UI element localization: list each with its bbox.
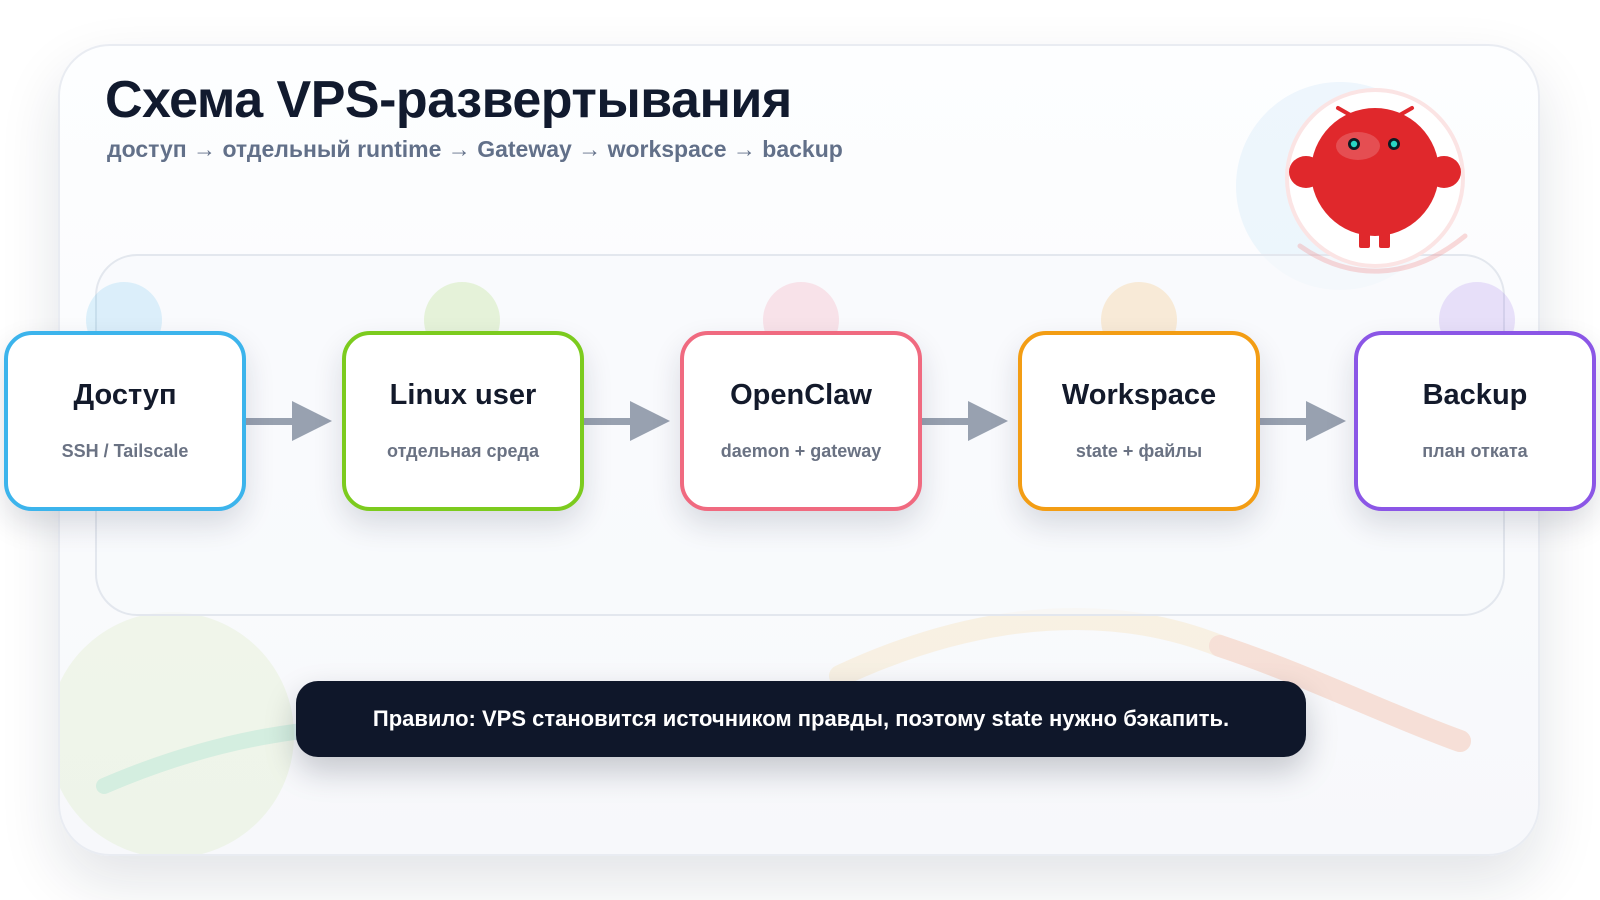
rule-banner: Правило: VPS становится источником правд… — [296, 681, 1306, 757]
node-title: Linux user — [389, 379, 537, 411]
arrow-workspace-to-backup — [1258, 401, 1346, 441]
node-title: OpenClaw — [730, 379, 872, 411]
node-subtitle: SSH / Tailscale — [61, 441, 189, 461]
arrow-linux-to-openclaw — [582, 401, 670, 441]
node-backup: Backup план отката — [1354, 331, 1596, 511]
node-subtitle: отдельная среда — [387, 441, 539, 461]
node-title: Доступ — [73, 379, 177, 411]
page-title: Схема VPS-развертывания — [105, 71, 792, 129]
node-title: Backup — [1422, 379, 1528, 411]
node-subtitle: daemon + gateway — [720, 441, 882, 461]
node-linux-user: Linux user отдельная среда — [342, 331, 584, 511]
arrow-access-to-linux — [244, 401, 332, 441]
node-subtitle: state + файлы — [1075, 441, 1203, 461]
page-subtitle: доступ → отдельный runtime → Gateway → w… — [107, 136, 843, 162]
node-access: Доступ SSH / Tailscale — [4, 331, 246, 511]
node-workspace: Workspace state + файлы — [1018, 331, 1260, 511]
node-subtitle: план отката — [1422, 441, 1528, 461]
node-openclaw: OpenClaw daemon + gateway — [680, 331, 922, 511]
robot-mascot-icon — [1285, 88, 1468, 274]
node-title: Workspace — [1061, 379, 1217, 411]
deco-green-circle — [60, 612, 294, 854]
arrow-openclaw-to-workspace — [920, 401, 1008, 441]
